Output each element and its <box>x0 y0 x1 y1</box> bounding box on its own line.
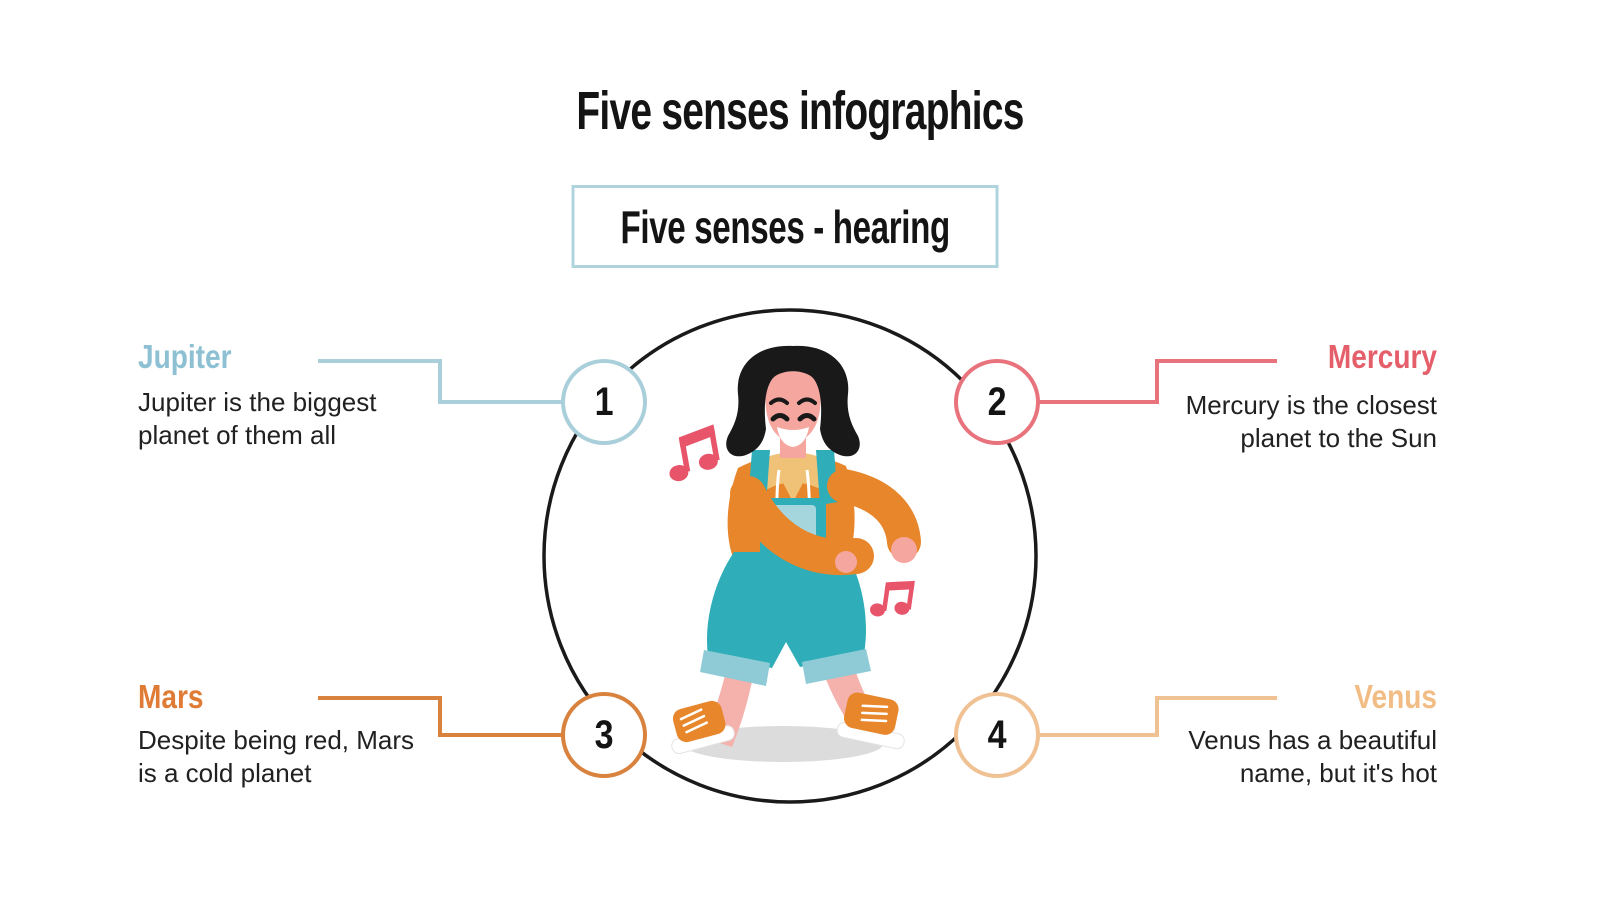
step-circle-2: 2 <box>954 359 1040 445</box>
subtitle-label: Five senses - hearing <box>620 200 950 253</box>
step-number-1: 1 <box>594 379 614 424</box>
arm-extended <box>827 469 921 559</box>
hands <box>835 537 917 573</box>
section-mars: Mars Despite being red, Mars is a cold p… <box>138 678 468 790</box>
girl-illustration <box>669 345 921 762</box>
overall-shorts <box>707 552 866 668</box>
music-note-right <box>869 580 915 617</box>
connector-mercury <box>1038 359 1277 404</box>
step-number-3: 3 <box>594 712 614 757</box>
music-note-left <box>669 424 720 482</box>
section-title-mercury: Mercury <box>1327 338 1437 375</box>
hair <box>726 345 860 457</box>
section-description-jupiter: Jupiter is the biggest planet of them al… <box>138 387 377 450</box>
step-number-4: 4 <box>987 712 1007 757</box>
step-number-2: 2 <box>987 379 1007 424</box>
connector-venus <box>1038 696 1277 737</box>
shorts-cuffs <box>700 649 871 686</box>
section-description-venus: Venus has a beautiful name, but it's hot <box>1188 725 1437 788</box>
smile <box>777 427 809 447</box>
section-venus: Venus Venus has a beautiful name, but it… <box>1107 678 1437 790</box>
section-description-mercury: Mercury is the closest planet to the Sun <box>1185 390 1437 453</box>
section-description-mars: Despite being red, Mars is a cold planet <box>138 725 415 788</box>
connector-mars <box>318 696 563 737</box>
hood <box>749 452 839 502</box>
step-circle-4: 4 <box>954 692 1040 778</box>
page-title: Five senses infographics <box>576 81 1024 141</box>
section-title-venus: Venus <box>1354 678 1437 715</box>
face-features <box>769 397 817 422</box>
step-circle-3: 3 <box>561 692 647 778</box>
step-circle-1: 1 <box>561 359 647 445</box>
shoes <box>671 692 905 755</box>
section-title-mars: Mars <box>138 678 204 715</box>
connector-jupiter <box>318 359 563 404</box>
section-mercury: Mercury Mercury is the closest planet to… <box>1107 338 1437 455</box>
section-jupiter: Jupiter Jupiter is the biggest planet of… <box>138 338 468 452</box>
section-title-jupiter: Jupiter <box>138 338 232 375</box>
subtitle-box: Five senses - hearing <box>571 185 999 268</box>
